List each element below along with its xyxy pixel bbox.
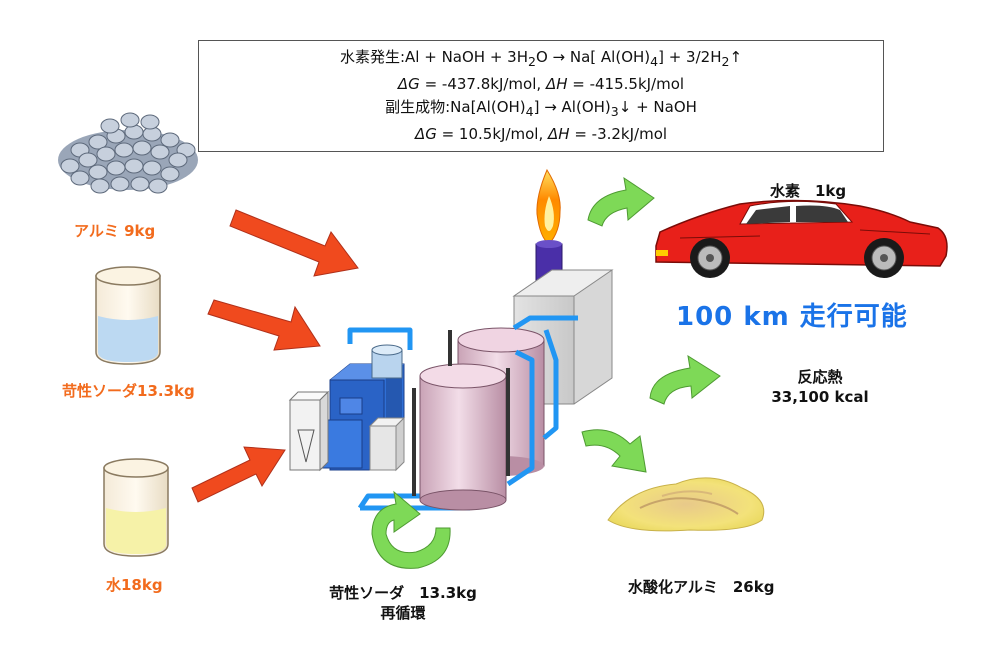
- recycle-label-line2: 再循環: [380, 604, 426, 622]
- reaction-heat-value: 33,100 kcal: [771, 388, 869, 406]
- equation-energy-1: ΔG = -437.8kJ/mol, ΔH = -415.5kJ/mol: [397, 75, 685, 93]
- equation-hydrogen-generation: 水素発生:Al + NaOH + 3H2O → Na[ Al(OH)4] + 3…: [339, 48, 743, 69]
- control-box: [368, 416, 406, 472]
- car-icon: [655, 199, 948, 278]
- aluminum-hydroxide-label: 水酸化アルミ 26kg: [628, 578, 775, 596]
- caustic-soda-label: 苛性ソーダ13.3kg: [62, 382, 195, 400]
- equation-energy-2: ΔG = 10.5kJ/mol, ΔH = -3.2kJ/mol: [414, 125, 668, 143]
- water-label: 水18kg: [106, 576, 163, 594]
- input-arrow-water: [191, 446, 286, 503]
- small-cylinder: [371, 344, 403, 379]
- driving-range-label: 100 km 走行可能: [676, 302, 908, 332]
- aluminum-label: アルミ 9kg: [74, 222, 156, 240]
- aluminum-pellets-icon: [58, 112, 198, 194]
- beaker-icon: [103, 458, 169, 557]
- equation-byproduct: 副生成物:Na[Al(OH)4] → Al(OH)3↓ + NaOH: [385, 98, 697, 119]
- recycle-label-line1: 苛性ソーダ 13.3kg: [329, 584, 477, 602]
- input-arrow-caustic-soda: [207, 299, 321, 351]
- powder-pile-icon: [607, 477, 765, 532]
- reaction-equation-box: 水素発生:Al + NaOH + 3H2O → Na[ Al(OH)4] + 3…: [198, 40, 884, 152]
- input-arrow-aluminum: [229, 209, 359, 277]
- output-arrow-hydroxide: [581, 429, 647, 473]
- flame-icon: [536, 168, 561, 245]
- glass-tank: [288, 390, 330, 472]
- reaction-tank-front: [412, 330, 510, 511]
- reaction-heat-label: 反応熱: [797, 368, 843, 386]
- recycle-arrow: [371, 490, 451, 569]
- output-arrow-hydrogen: [587, 176, 655, 227]
- output-arrow-heat: [649, 354, 721, 405]
- beaker-icon: [95, 266, 161, 365]
- hydrogen-label: 水素 1kg: [770, 182, 847, 200]
